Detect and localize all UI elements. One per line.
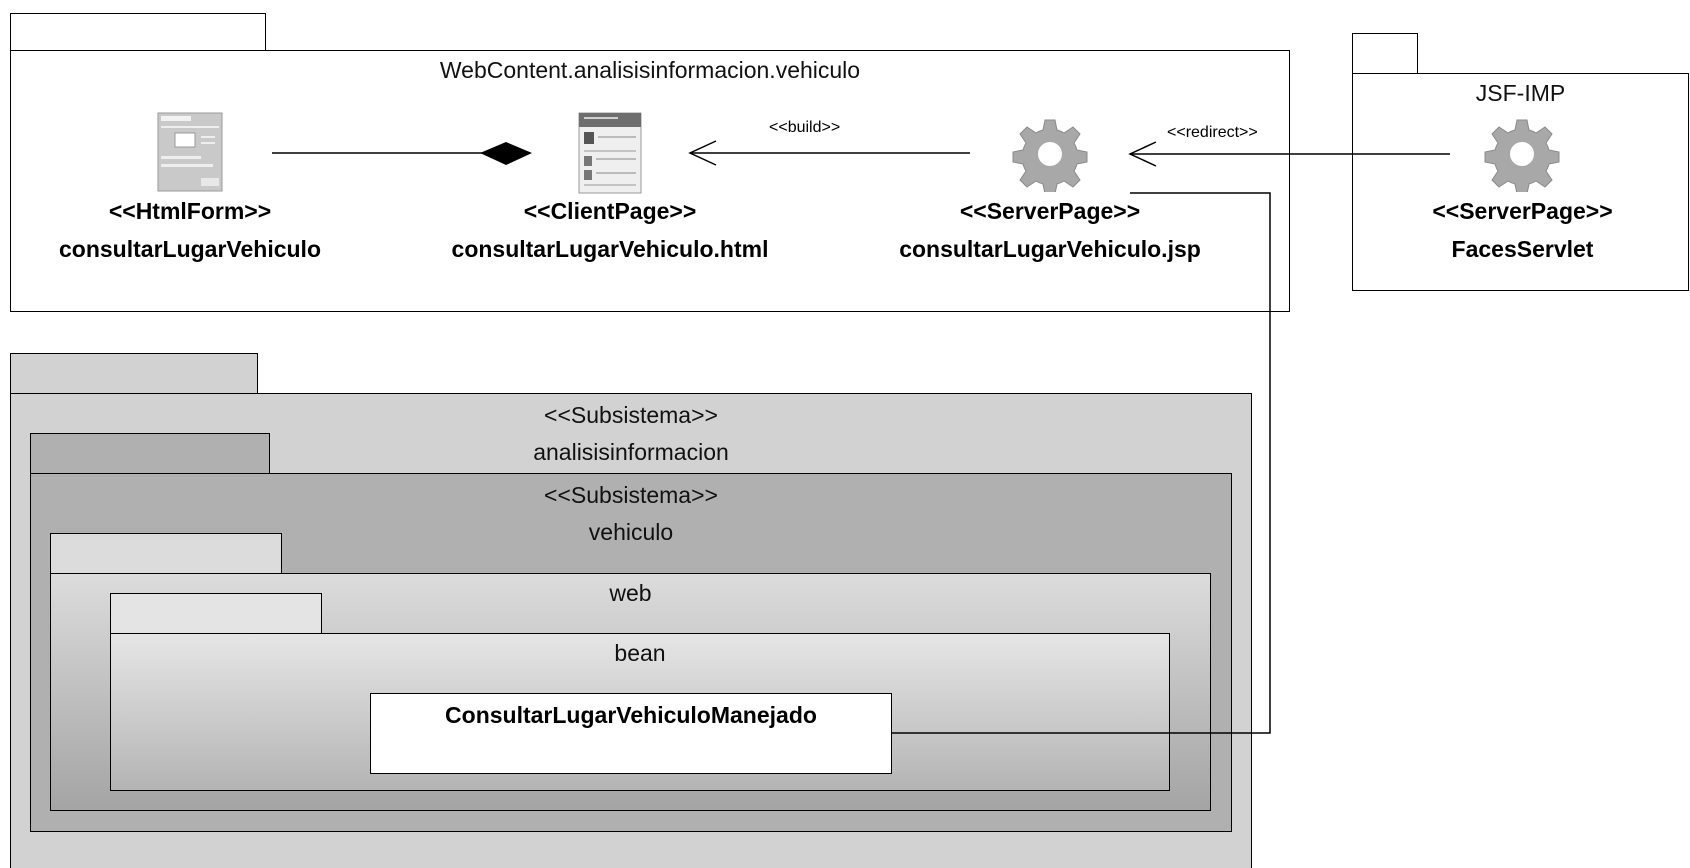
subsystem-outer-name: analisisinformacion [533, 439, 729, 465]
jsf-package-tab [1352, 33, 1418, 75]
faces-servlet-element[interactable]: <<ServerPage>> FacesServlet [1360, 110, 1685, 270]
managed-bean-class[interactable]: ConsultarLugarVehiculoManejado [370, 693, 892, 774]
top-package-title: WebContent.analisisinformacion.vehiculo [439, 57, 861, 83]
html-form-stereotype: <<HtmlForm>> [108, 198, 272, 224]
server-page-name: consultarLugarVehiculo.jsp [899, 236, 1201, 262]
subsystem-inner-tab [30, 433, 270, 475]
faces-servlet-stereotype: <<ServerPage>> [1432, 198, 1613, 224]
gear-icon [1012, 119, 1088, 192]
web-package-title: web [609, 580, 652, 606]
top-package-tab [10, 13, 266, 51]
subsystem-outer-tab [10, 353, 258, 395]
managed-bean-class-name: ConsultarLugarVehiculoManejado [445, 702, 817, 728]
html-form-name: consultarLugarVehiculo [59, 236, 321, 262]
client-page-stereotype: <<ClientPage>> [523, 198, 697, 224]
server-page-stereotype: <<ServerPage>> [959, 198, 1141, 224]
gear-icon [1484, 119, 1560, 192]
html-form-element[interactable]: <<HtmlForm>> consultarLugarVehiculo [20, 110, 360, 270]
client-page-name: consultarLugarVehiculo.html [451, 236, 769, 262]
redirect-label: <<redirect>> [1167, 124, 1258, 141]
client-page-icon [578, 112, 642, 194]
subsystem-inner-stereotype: <<Subsistema>> [544, 482, 718, 508]
bean-package-title: bean [614, 640, 666, 666]
subsystem-outer-stereotype: <<Subsistema>> [544, 402, 718, 428]
web-package-tab [50, 533, 282, 575]
client-page-element[interactable]: <<ClientPage>> consultarLugarVehiculo.ht… [400, 110, 820, 270]
subsystem-inner-name: vehiculo [588, 519, 674, 545]
build-label: <<build>> [769, 119, 841, 136]
faces-servlet-name: FacesServlet [1451, 236, 1594, 262]
html-form-icon [157, 112, 223, 192]
bean-package-tab [110, 593, 322, 635]
jsf-package-title: JSF-IMP [1475, 80, 1566, 106]
